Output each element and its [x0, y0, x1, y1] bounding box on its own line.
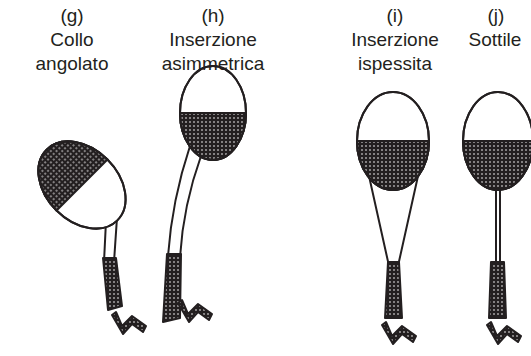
panel-letter: (j)	[471, 4, 521, 28]
thickened-insertion-gallbladder	[357, 92, 429, 344]
panel-letter: (h)	[183, 4, 243, 28]
variant-name: Sottile	[462, 28, 528, 52]
variant-name: Inserzione ispessita	[339, 28, 451, 76]
variant-name: Inserzione asimmetrica	[141, 28, 285, 76]
panel-letter: (g)	[42, 4, 102, 28]
panel-letter: (i)	[365, 4, 425, 28]
angled-neck-gallbladder	[21, 124, 146, 334]
variant-name: Collo angolato	[16, 28, 128, 76]
asymmetric-insertion-gallbladder	[163, 66, 246, 322]
thin-duct-gallbladder	[463, 92, 531, 344]
